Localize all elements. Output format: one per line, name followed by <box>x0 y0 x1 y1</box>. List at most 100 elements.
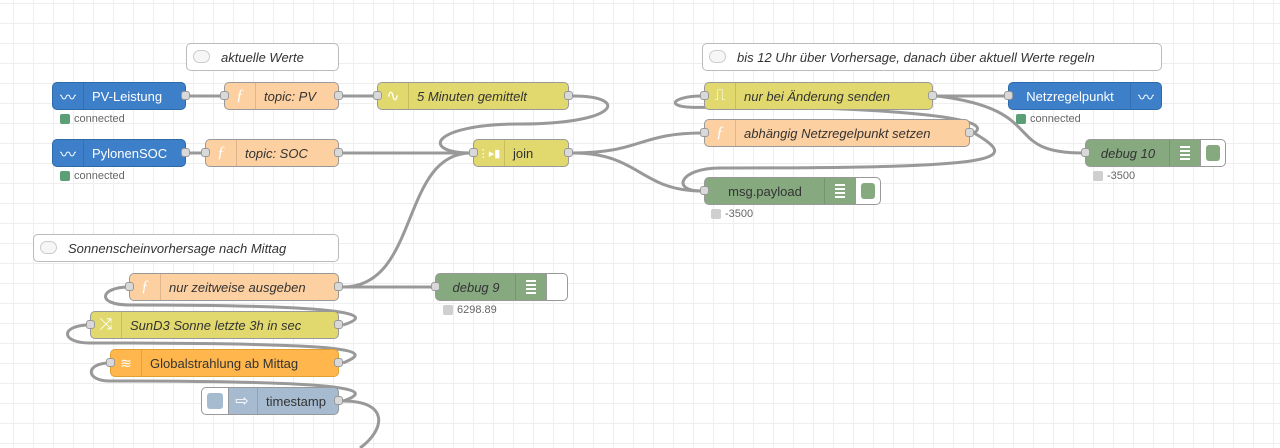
node-label: PylonenSOC <box>92 145 168 161</box>
input-port[interactable] <box>220 91 229 100</box>
debug-list-icon <box>515 274 546 300</box>
output-port[interactable] <box>181 91 190 100</box>
output-port[interactable] <box>334 396 343 405</box>
comment-label: bis 12 Uhr über Vorhersage, danach über … <box>737 49 1095 65</box>
debug-toggle-button[interactable] <box>855 177 881 205</box>
inject-arrow-icon: ⇨ <box>227 388 258 414</box>
node-label: abhängig Netzregelpunkt setzen <box>744 125 931 141</box>
wire-global-sund3 <box>66 323 357 365</box>
output-port[interactable] <box>181 148 190 157</box>
debug-toggle-button[interactable] <box>546 273 568 301</box>
wire-join-msgpayload <box>572 151 703 193</box>
node-topic-pv[interactable]: ƒ topic: PV <box>220 82 343 110</box>
status-pylonen-soc: connected <box>60 170 125 182</box>
input-port[interactable] <box>700 128 709 137</box>
node-sund3[interactable]: ⤨ SunD3 Sonne letzte 3h in sec <box>86 311 343 339</box>
input-port[interactable] <box>201 148 210 157</box>
comment-sonnenschein[interactable]: Sonnenscheinvorhersage nach Mittag <box>33 234 339 262</box>
comment-label: aktuelle Werte <box>221 49 304 65</box>
status-text: connected <box>1030 113 1081 125</box>
node-label: SunD3 Sonne letzte 3h in sec <box>130 317 302 333</box>
status-netzregelpunkt: connected <box>1016 113 1081 125</box>
output-port[interactable] <box>334 358 343 367</box>
wire-netzfn-msgpayload <box>681 131 997 193</box>
smooth-wave-icon: ∿ <box>378 83 409 109</box>
status-debug-9: 6298.89 <box>443 304 497 316</box>
function-icon: ƒ <box>130 274 161 300</box>
comment-aktuelle-werte[interactable]: aktuelle Werte <box>186 43 339 71</box>
node-label: Globalstrahlung ab Mittag <box>150 355 299 371</box>
wire-sund3-zeitweise <box>104 285 358 327</box>
status-msg-payload: -3500 <box>711 208 753 220</box>
node-join[interactable]: ⋮▸▮ join <box>469 139 573 167</box>
node-timestamp[interactable]: ⇨ timestamp <box>201 387 343 415</box>
node-zeitweise[interactable]: ƒ nur zeitweise ausgeben <box>125 273 343 301</box>
status-text: 6298.89 <box>457 304 497 316</box>
input-port[interactable] <box>373 91 382 100</box>
debug-list-icon <box>824 178 855 204</box>
node-debug-9[interactable]: debug 9 <box>431 273 568 301</box>
wire-zeitweise-join <box>342 151 472 289</box>
status-dot <box>443 305 453 315</box>
output-port[interactable] <box>334 148 343 157</box>
node-label: Netzregelpunkt <box>1026 88 1114 104</box>
input-port[interactable] <box>86 320 95 329</box>
input-port[interactable] <box>125 282 134 291</box>
output-port[interactable] <box>928 91 937 100</box>
comment-vorhersage[interactable]: bis 12 Uhr über Vorhersage, danach über … <box>702 43 1162 71</box>
node-netzregelpunkt-out[interactable]: Netzregelpunkt 〰 <box>1004 82 1162 110</box>
node-pylonen-soc[interactable]: 〰 PylonenSOC <box>52 139 190 167</box>
output-port[interactable] <box>564 91 573 100</box>
debug-list-icon <box>1169 140 1200 166</box>
debug-toggle-button[interactable] <box>1200 139 1226 167</box>
input-port[interactable] <box>106 358 115 367</box>
status-dot <box>60 171 70 181</box>
input-port[interactable] <box>1081 148 1090 157</box>
input-port[interactable] <box>700 186 709 195</box>
node-rbe[interactable]: ⎍ nur bei Änderung senden <box>700 82 937 110</box>
comment-label: Sonnenscheinvorhersage nach Mittag <box>68 240 287 256</box>
node-label: topic: SOC <box>245 145 308 161</box>
node-globalstrahlung[interactable]: ≋ Globalstrahlung ab Mittag <box>106 349 343 377</box>
output-port[interactable] <box>334 320 343 329</box>
output-port[interactable] <box>965 128 974 137</box>
wire-join-netzfn <box>572 131 703 155</box>
node-debug-10[interactable]: debug 10 <box>1081 139 1226 167</box>
input-port[interactable] <box>700 91 709 100</box>
victron-wave-icon: 〰 <box>53 83 84 109</box>
change-shuffle-icon: ⤨ <box>91 312 122 338</box>
node-gemittelt[interactable]: ∿ 5 Minuten gemittelt <box>373 82 573 110</box>
wire-rbe-debug10 <box>936 94 1084 155</box>
node-label: nur zeitweise ausgeben <box>169 279 306 295</box>
status-dot <box>1016 114 1026 124</box>
node-topic-soc[interactable]: ƒ topic: SOC <box>201 139 343 167</box>
output-port[interactable] <box>334 91 343 100</box>
node-label: PV-Leistung <box>92 88 163 104</box>
inject-button[interactable] <box>201 387 229 415</box>
node-label: msg.payload <box>728 183 802 199</box>
output-port[interactable] <box>334 282 343 291</box>
rbe-icon: ⎍ <box>705 83 736 109</box>
node-label: debug 10 <box>1100 145 1156 161</box>
status-dot <box>1093 171 1103 181</box>
status-pv-leistung: connected <box>60 113 125 125</box>
output-port[interactable] <box>564 148 573 157</box>
status-dot <box>60 114 70 124</box>
node-label: debug 9 <box>452 279 500 295</box>
input-port[interactable] <box>431 282 440 291</box>
node-label: topic: PV <box>264 88 317 104</box>
node-label: 5 Minuten gemittelt <box>417 88 527 104</box>
status-debug-10: -3500 <box>1093 170 1135 182</box>
input-port[interactable] <box>1004 91 1013 100</box>
victron-wave-icon: 〰 <box>53 140 84 166</box>
status-dot <box>711 209 721 219</box>
input-port[interactable] <box>469 148 478 157</box>
node-pv-leistung[interactable]: 〰 PV-Leistung <box>52 82 190 110</box>
node-netzregelpunkt-function[interactable]: ƒ abhängig Netzregelpunkt setzen <box>700 119 974 147</box>
node-msg-payload[interactable]: msg.payload <box>700 177 881 205</box>
wifi-signal-icon: ≋ <box>111 350 142 376</box>
status-text: connected <box>74 113 125 125</box>
status-text: -3500 <box>725 208 754 220</box>
function-icon: ƒ <box>206 140 237 166</box>
